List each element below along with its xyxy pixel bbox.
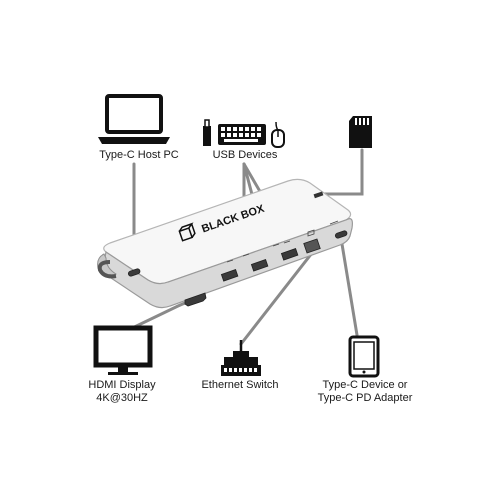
ethernet-port [303, 238, 321, 254]
network-switch-icon [221, 340, 261, 376]
hdmi-display-label-line1: HDMI Display [88, 379, 156, 391]
usb-devices-label: USB Devices [203, 149, 287, 162]
laptop-icon [98, 94, 170, 144]
ethernet-glyph [307, 229, 315, 237]
usb-c-dock: BLACK BOX [97, 178, 353, 309]
usb-a-port-3 [280, 248, 299, 261]
tablet-icon [348, 335, 380, 378]
sd-card-icon [349, 116, 372, 148]
dock-cable [97, 260, 117, 279]
sd-card-slot [313, 191, 324, 199]
hdmi-display-label-line2: 4K@30HZ [96, 392, 148, 404]
usb-stick-icon [203, 119, 211, 146]
host-typec-port [127, 268, 141, 277]
keyboard-icon [218, 124, 266, 145]
typec-device-cable [340, 242, 359, 337]
monitor-icon [93, 325, 153, 375]
typec-device-label-line1: Type-C Device or [322, 379, 408, 391]
usb-a-port-1 [220, 269, 239, 282]
ethernet-switch-label-text: Ethernet Switch [201, 379, 279, 391]
ethernet-cable [239, 251, 314, 346]
usb-devices-label-text: USB Devices [212, 149, 278, 161]
mouse-icon [271, 121, 285, 148]
hdmi-port [184, 292, 207, 307]
usb-glyph [226, 240, 291, 263]
typec-glyph [329, 220, 339, 225]
typec-device-label-line2: Type-C PD Adapter [317, 392, 413, 404]
sd-card-cable [318, 148, 364, 196]
hdmi-display-label: HDMI Display 4K@30HZ [72, 379, 172, 405]
ethernet-switch-label: Ethernet Switch [190, 379, 290, 392]
host-pc-label: Type-C Host PC [91, 149, 187, 162]
host-pc-label-text: Type-C Host PC [99, 149, 179, 161]
typec-device-label: Type-C Device or Type-C PD Adapter [306, 379, 424, 405]
usb-a-port-2 [250, 259, 269, 272]
device-typec-port [334, 230, 348, 239]
